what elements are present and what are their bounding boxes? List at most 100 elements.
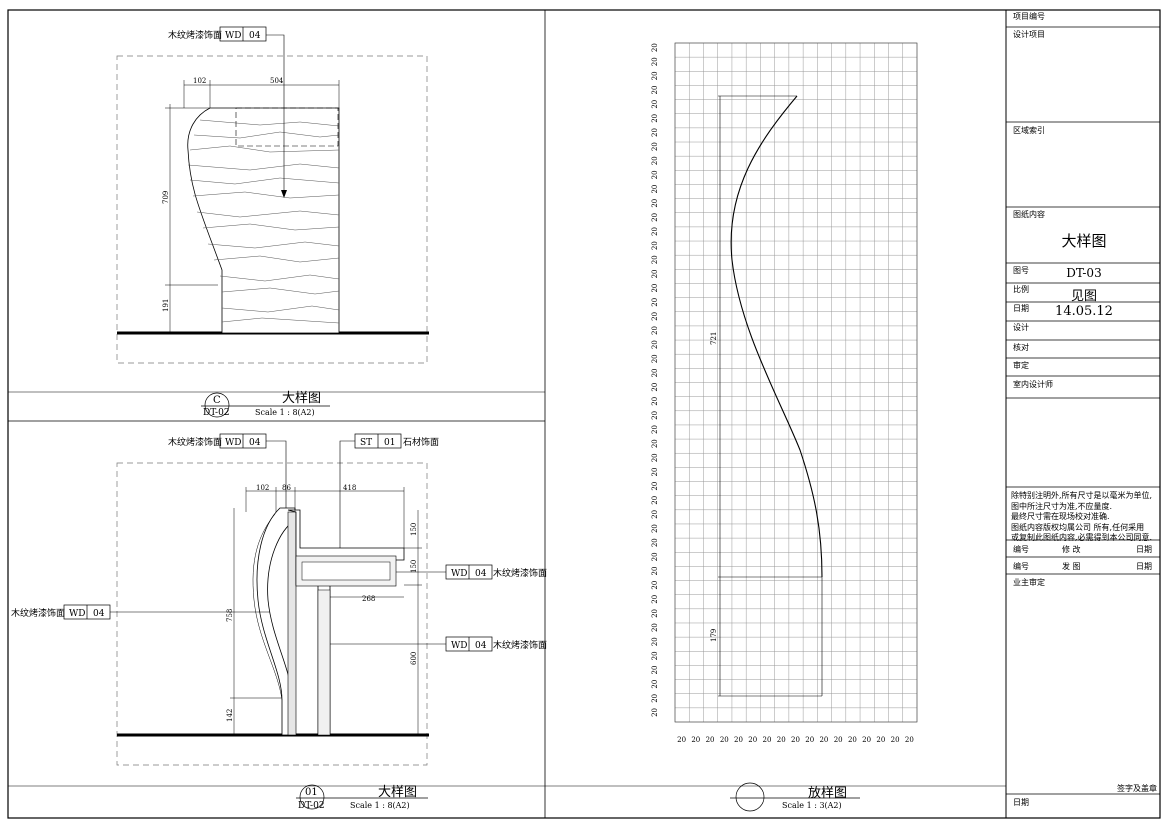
- code-wd-b-c: 04: [249, 31, 261, 41]
- grid-col-label: 20: [848, 736, 857, 744]
- grid-row-label: 20: [651, 269, 659, 278]
- grid-row-label: 20: [651, 340, 659, 349]
- grid-row-label: 20: [651, 666, 659, 675]
- grid-col-label: 20: [876, 736, 885, 744]
- tb-scale-label: 比例: [1013, 285, 1029, 294]
- bubble-id-c: C: [213, 395, 221, 406]
- tb-issue-date: 日期: [1136, 562, 1152, 571]
- code-left-a: WD: [69, 609, 85, 619]
- grid-row-label: 20: [651, 369, 659, 378]
- sheet-frame: [7, 9, 1161, 819]
- grid-row-label: 20: [651, 312, 659, 321]
- code-wd-top-a-01: WD: [225, 438, 241, 448]
- grid-col-label: 20: [834, 736, 843, 744]
- label-wd-top-c: 木纹烤漆饰面: [168, 29, 222, 41]
- grid-row-label: 20: [651, 156, 659, 165]
- grid-row-label: 20: [651, 694, 659, 703]
- grid-row-label: 20: [651, 114, 659, 123]
- drawing-01: [63, 433, 493, 810]
- grid-row-label: 20: [651, 651, 659, 660]
- tb-rev-date: 日期: [1136, 545, 1152, 554]
- grid-row-label: 20: [651, 326, 659, 335]
- scale-c: Scale 1 : 8(A2): [255, 408, 315, 417]
- tb-interior-designer: 室内设计师: [1013, 380, 1053, 389]
- bubble-id-01: 01: [305, 787, 318, 798]
- grid-row-label: 20: [651, 383, 659, 392]
- grid-col-label: 20: [805, 736, 814, 744]
- grid-row-label: 20: [651, 581, 659, 590]
- grid-row-label: 20: [651, 298, 659, 307]
- tb-rev-no: 编号: [1013, 545, 1029, 554]
- tb-drawing-no-label: 图号: [1013, 266, 1029, 275]
- grid-row-label: 20: [651, 538, 659, 547]
- bubble-ref-c: DT-02: [203, 408, 230, 418]
- tb-check: 核对: [1013, 343, 1029, 352]
- grid-row-label: 20: [651, 142, 659, 151]
- grid-col-label: 20: [677, 736, 686, 744]
- grid-row-label: 20: [651, 199, 659, 208]
- grid-row-label: 20: [651, 354, 659, 363]
- dim-150b-01: 150: [410, 560, 418, 573]
- tb-date-value: 14.05.12: [1055, 304, 1113, 319]
- dim-418-01: 418: [343, 484, 356, 492]
- grid-row-label: 20: [651, 255, 659, 264]
- dim-709-c: 709: [162, 191, 170, 204]
- code-right2-b: 04: [475, 641, 487, 651]
- grid-col-label: 20: [763, 736, 772, 744]
- grid-row-label: 20: [651, 680, 659, 689]
- grid-row-label: 20: [651, 43, 659, 52]
- scale-grid: Scale 1 : 3(A2): [782, 801, 842, 810]
- grid-row-label: 20: [651, 595, 659, 604]
- code-wd-top-b-01: 04: [249, 438, 261, 448]
- grid-row-label: 20: [651, 284, 659, 293]
- label-left: 木纹烤漆饰面: [11, 607, 65, 619]
- grid-row-label: 20: [651, 213, 659, 222]
- tb-owner-approval: 业主审定: [1013, 578, 1045, 587]
- grid-col-label: 20: [706, 736, 715, 744]
- grid-row-label: 20: [651, 637, 659, 646]
- grid-row-label: 20: [651, 510, 659, 519]
- code-wd-a-c: WD: [225, 31, 241, 41]
- label-right1: 木纹烤漆饰面: [493, 567, 547, 579]
- grid-row-label: 20: [651, 170, 659, 179]
- code-right1-b: 04: [475, 569, 487, 579]
- grid-row-label: 20: [651, 453, 659, 462]
- dim-142-01: 142: [226, 709, 234, 722]
- tb-design-project: 设计项目: [1013, 30, 1045, 39]
- dim-504-c: 504: [270, 77, 284, 85]
- tb-area-index: 区域索引: [1013, 126, 1045, 135]
- code-st-b: 01: [384, 438, 395, 448]
- code-left-b: 04: [93, 609, 105, 619]
- grid-row-label: 20: [651, 397, 659, 406]
- drawing-texts: 木纹烤漆饰面 WD 04 102 504 709 191 C DT-02 大样图…: [11, 29, 914, 811]
- tb-scale-value: 见图: [1070, 289, 1097, 304]
- grid-col-label: 20: [720, 736, 729, 744]
- dim-600-01: 600: [410, 652, 418, 665]
- tb-review: 审定: [1013, 361, 1029, 370]
- title-block-lines: [1006, 26, 1160, 795]
- tb-drawing-content: 图纸内容: [1013, 210, 1045, 219]
- grid-col-label: 20: [791, 736, 800, 744]
- code-right2-a: WD: [451, 641, 467, 651]
- grid-row-label: 20: [651, 609, 659, 618]
- grid-row-label: 20: [651, 524, 659, 533]
- label-right2: 木纹烤漆饰面: [493, 639, 547, 651]
- dim-86-01: 86: [282, 484, 291, 492]
- dim-179-grid: 179: [710, 629, 718, 642]
- tb-issue-issue: 发 图: [1062, 562, 1081, 571]
- grid-row-label: 20: [651, 241, 659, 250]
- label-st: 石材饰面: [403, 436, 439, 448]
- dim-268-01: 268: [362, 595, 375, 603]
- title-grid: 放样图: [808, 786, 847, 801]
- grid-col-label: 20: [734, 736, 743, 744]
- grid-col-label: 20: [862, 736, 871, 744]
- dim-102-01: 102: [256, 484, 269, 492]
- grid-row-label: 20: [651, 482, 659, 491]
- title-c: 大样图: [282, 391, 321, 406]
- grid-row-label: 20: [651, 185, 659, 194]
- grid-col-label: 20: [891, 736, 900, 744]
- code-right1-a: WD: [451, 569, 467, 579]
- grid-row-label: 20: [651, 567, 659, 576]
- code-st-a: ST: [360, 438, 372, 448]
